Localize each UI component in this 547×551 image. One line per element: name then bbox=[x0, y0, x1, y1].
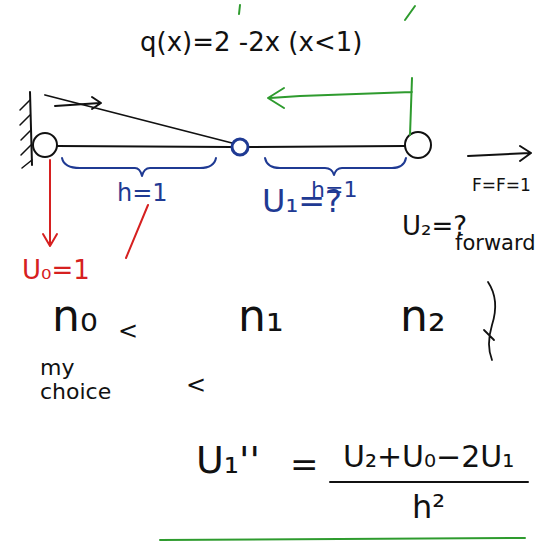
span-bracket bbox=[62, 158, 216, 176]
formula-numerator: U₂+U₀−2U₁ bbox=[343, 440, 514, 473]
mark-sign: < bbox=[186, 372, 206, 398]
boundary-value: U₀=1 bbox=[22, 256, 90, 285]
mark-sign: < bbox=[118, 318, 138, 344]
span-label: h=1 bbox=[117, 180, 168, 206]
note-text: my choice bbox=[40, 356, 130, 404]
node-name: n₂ bbox=[400, 292, 446, 340]
green-arrow bbox=[268, 78, 412, 135]
green-underline bbox=[160, 538, 525, 540]
red-arrow bbox=[43, 160, 57, 246]
node-circle bbox=[232, 139, 248, 155]
load-formula: q(x)=2 -2x (x<1) bbox=[140, 28, 362, 57]
wall-hatch bbox=[20, 100, 32, 168]
node-name: n₀ bbox=[52, 292, 98, 340]
note-text: forward bbox=[455, 232, 536, 255]
formula-denominator: h² bbox=[412, 490, 445, 525]
force-arrow bbox=[468, 146, 531, 161]
span-label: h=1 bbox=[311, 178, 357, 202]
span-bracket bbox=[265, 158, 406, 175]
load-arrow bbox=[55, 97, 101, 109]
green-tick bbox=[239, 5, 240, 14]
force-label: F=F=1 bbox=[472, 176, 531, 195]
node-circle bbox=[405, 132, 431, 158]
node-circle bbox=[33, 133, 57, 157]
formula-sign: = bbox=[290, 446, 319, 483]
formula-term: U₁'' bbox=[196, 440, 260, 482]
node-name: n₁ bbox=[238, 292, 284, 340]
green-tick bbox=[405, 6, 415, 20]
wall-line bbox=[30, 92, 32, 165]
hook-mark bbox=[484, 282, 495, 360]
load-line bbox=[45, 95, 232, 143]
fraction-bar bbox=[330, 481, 528, 483]
red-stroke bbox=[126, 205, 148, 258]
